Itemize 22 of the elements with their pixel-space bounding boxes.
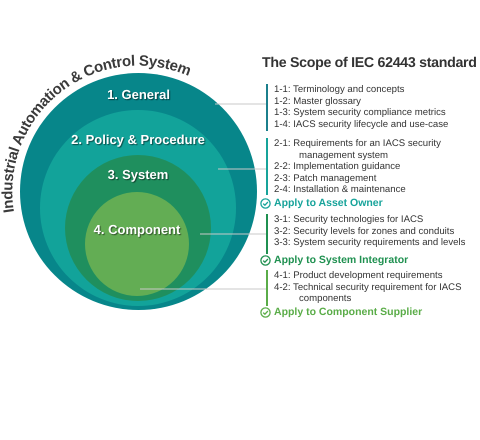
circle-label: 3. System	[106, 167, 170, 182]
list-item: 2-4: Installation & maintenance	[274, 184, 407, 196]
list-item: 4-2: Technical security requirement for IACS components	[274, 282, 463, 305]
circle-label: 4. Component	[92, 222, 182, 237]
list-item: 1-4: IACS security lifecycle and use-case	[274, 118, 450, 130]
circle-label: 2. Policy & Procedure	[71, 132, 206, 147]
list-item: 2-3: Patch management	[274, 172, 378, 184]
leader-line	[140, 288, 268, 290]
audience-note: Apply to Component Supplier	[274, 306, 422, 318]
list-item: 3-2: Security levels for zones and conduits	[274, 226, 456, 238]
audience-note: Apply to System Integrator	[274, 254, 408, 266]
list-item: 2-2: Implementation guidance	[274, 161, 402, 173]
list-item: 3-1: Security technologies for IACS	[274, 214, 424, 226]
list-item: 1-3: System security compliance metrics	[274, 107, 447, 119]
list-item: 4-1: Product development requirements	[274, 270, 444, 282]
list-item: 2-1: Requirements for an IACS security management system	[274, 138, 442, 162]
list-item: 1-1: Terminology and concepts	[274, 84, 406, 96]
leader-line	[218, 168, 268, 170]
list-item: 3-3: System security requirements and levels	[274, 237, 466, 249]
list-item: 1-2: Master glossary	[274, 96, 362, 108]
title: The Scope of IEC 62443 standard	[262, 55, 477, 71]
audience-note: Apply to Asset Owner	[274, 197, 383, 209]
